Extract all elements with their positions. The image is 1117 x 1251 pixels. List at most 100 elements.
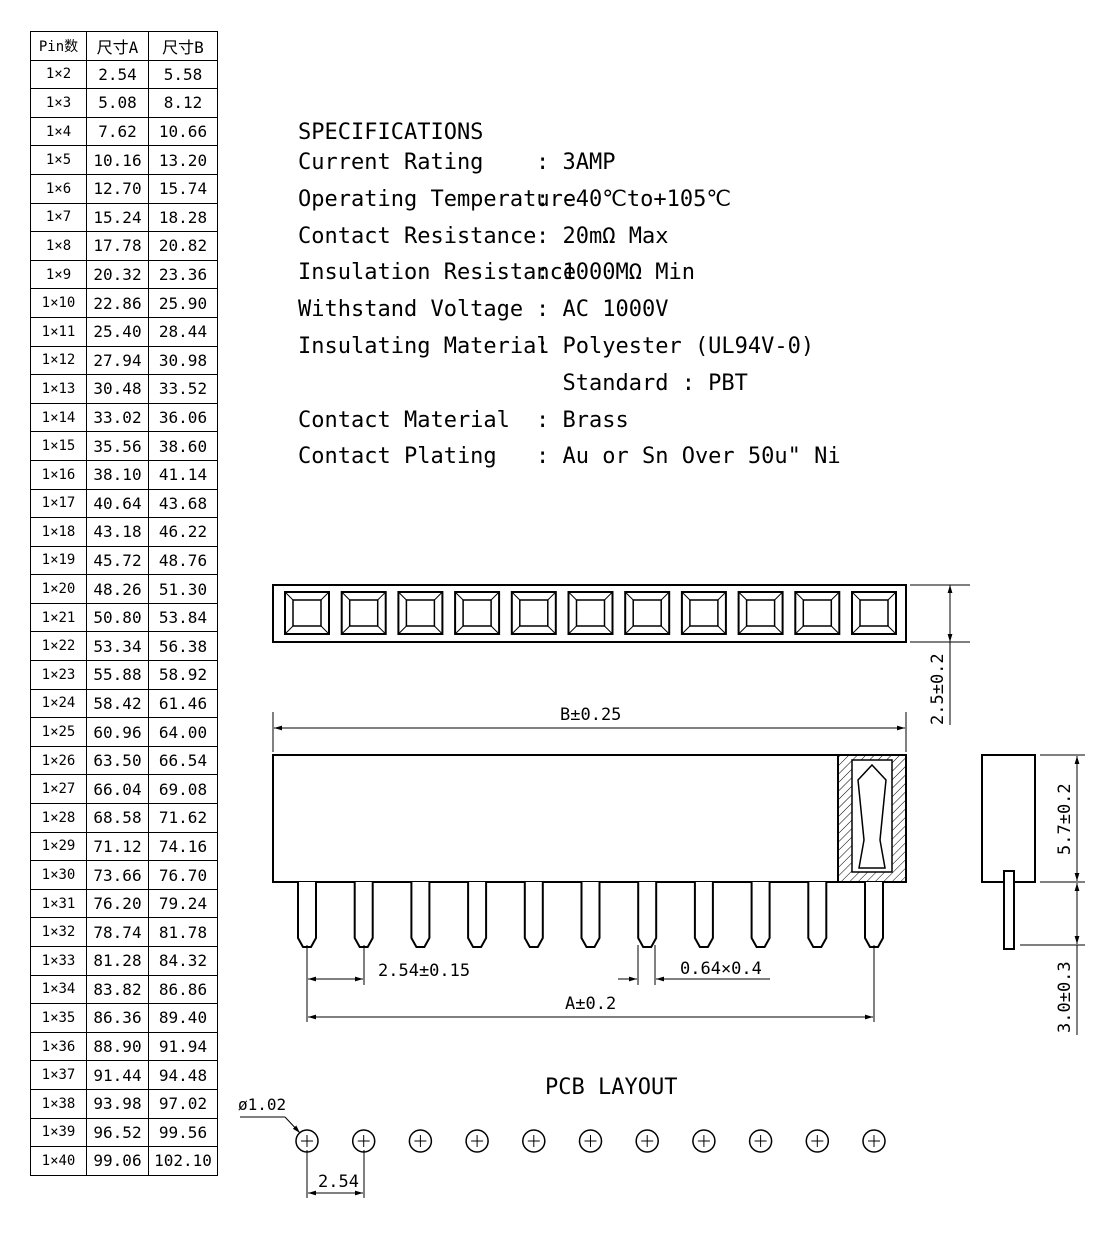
cell-pin-count: 1×16 [30,459,87,490]
pcb-hole [862,1129,886,1153]
cell-dim-a: 76.20 [86,888,149,919]
cell-pin-count: 1×4 [30,116,87,147]
cell-dim-a: 5.08 [86,88,149,118]
socket-opening [510,591,557,635]
cell-dim-a: 66.04 [86,774,149,805]
spec-value: : 3AMP [536,150,616,175]
cell-dim-b: 99.56 [148,1117,218,1148]
spec-value: : -40℃to+105℃ [536,187,732,212]
pcb-hole [408,1129,433,1153]
cell-dim-b: 102.10 [148,1146,218,1176]
spec-value: : 1000MΩ Min [536,260,695,285]
front-pins [297,882,884,948]
socket-opening [340,591,387,635]
cell-dim-b: 91.94 [148,1031,218,1062]
top-view: 2.5±0.2 [272,584,970,725]
spec-value: : Brass [536,408,629,433]
cell-dim-a: 63.50 [86,745,149,776]
socket-opening [737,591,784,635]
socket-opening [567,591,614,635]
spec-label: Contact Resistance [298,224,537,249]
pcb-hole [522,1129,546,1153]
cell-pin-count: 1×19 [30,545,87,576]
pin [750,882,771,948]
pcb-title: PCB LAYOUT [545,1075,677,1100]
cell-pin-count: 1×24 [30,688,87,719]
front-view: B±0.25 2.54±0.15 0.64×0.4 A±0.2 [272,705,907,1022]
cell-dim-a: 86.36 [86,1003,149,1033]
dim-length-a: A±0.2 [565,994,616,1014]
cell-pin-count: 1×6 [30,173,87,204]
cell-dim-b: 58.92 [148,660,218,690]
spec-label: Operating Temperature [298,187,577,212]
pin [467,882,488,948]
specs-title: SPECIFICATIONS [298,120,484,145]
cell-dim-b: 41.14 [148,459,218,490]
cell-pin-count: 1×10 [30,288,87,318]
cell-pin-count: 1×21 [30,602,87,633]
cell-dim-a: 58.42 [86,688,149,719]
pcb-hole-dim: ø1.02 [238,1095,286,1114]
socket-opening [794,591,841,635]
cell-dim-a: 81.28 [86,946,149,976]
cell-pin-count: 1×9 [30,259,87,290]
spec-label: Contact Material [298,408,510,433]
cell-dim-b: 89.40 [148,1003,218,1033]
cell-pin-count: 1×15 [30,431,87,461]
cell-pin-count: 1×27 [30,774,87,805]
spec-value: : AC 1000V [536,297,669,322]
cell-dim-b: 79.24 [148,888,218,919]
socket-opening [454,591,501,635]
spec-label: Insulating Material [298,334,550,359]
pcb-hole [692,1129,716,1153]
side-view: 5.7±0.2 3.0±0.3 [981,754,1085,1035]
cell-dim-b: 38.60 [148,431,218,461]
cell-dim-b: 18.28 [148,202,218,233]
cell-pin-count: 1×14 [30,402,87,433]
cell-dim-a: 30.48 [86,374,149,404]
cell-dim-a: 22.86 [86,288,149,318]
socket-opening [397,591,444,635]
table-header-row: Pin数 尺寸A 尺寸B [30,31,218,61]
spec-value: : Polyester (UL94V-0) [536,334,815,359]
cell-dim-b: 13.20 [148,145,218,175]
cell-pin-count: 1×40 [30,1146,87,1176]
pin [864,882,884,948]
socket-opening [680,591,727,635]
cell-pin-count: 1×38 [30,1088,87,1119]
cell-dim-a: 20.32 [86,259,149,290]
cell-pin-count: 1×35 [30,1003,87,1033]
spec-label: Current Rating [298,150,484,175]
cell-pin-count: 1×11 [30,316,87,347]
pin [807,882,828,948]
cell-pin-count: 1×37 [30,1060,87,1090]
pin [297,882,317,948]
cell-dim-b: 86.86 [148,974,218,1005]
cell-dim-a: 12.70 [86,173,149,204]
pin [693,882,714,948]
pin [410,882,431,948]
header-pin-count: Pin数 [30,31,87,61]
header-dim-a: 尺寸A [86,31,149,61]
cell-dim-b: 48.76 [148,545,218,576]
dim-height-side: 5.7±0.2 [1055,783,1075,855]
cell-dim-a: 96.52 [86,1117,149,1148]
pcb-holes [295,1129,886,1153]
cell-dim-a: 68.58 [86,803,149,833]
